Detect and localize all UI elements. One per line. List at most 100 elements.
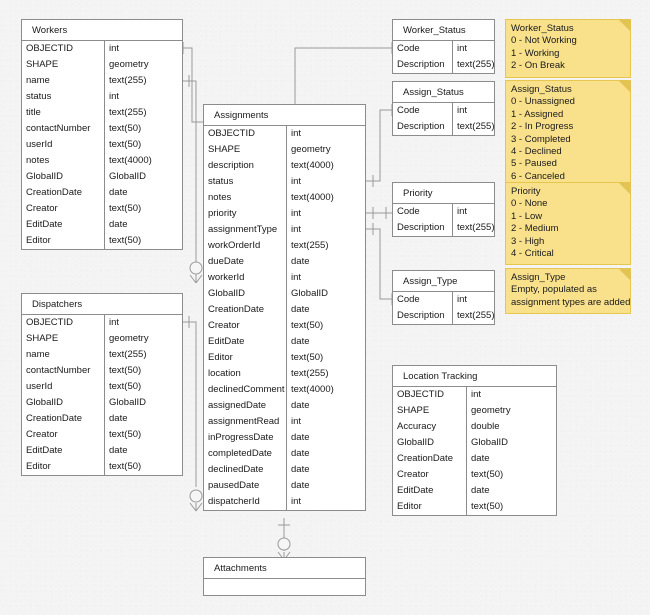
field-name: priority [204,206,287,222]
field-type: int [291,272,302,283]
table-body-attachments [204,579,365,595]
table-title-priority: Priority [393,183,494,204]
table-row: workerId int [204,270,365,286]
field-name: EditDate [22,217,105,233]
field-name: workOrderId [204,238,287,254]
field-name: contactNumber [22,363,105,379]
field-name: OBJECTID [204,126,287,142]
field-name: Creator [393,467,467,483]
field-name: EditDate [393,483,467,499]
table-title-assignments: Assignments [204,105,365,126]
field-name: EditDate [204,334,287,350]
field-name: GlobalID [204,286,287,302]
table-title-worker-status: Worker_Status [393,20,494,41]
field-type: int [109,43,120,54]
field-type: text(50) [471,469,504,480]
field-name: dispatcherId [204,494,287,510]
field-name: assignedDate [204,398,287,414]
field-name: CreationDate [393,451,467,467]
field-type: text(255) [291,368,329,379]
field-type: int [457,105,468,116]
field-name: workerId [204,270,287,286]
field-type: int [291,496,302,507]
entity-table-attachments[interactable]: Attachments [203,557,366,596]
field-type: text(255) [457,59,494,70]
field-name: Description [393,119,453,135]
field-type: geometry [471,405,511,416]
field-type: geometry [109,59,149,70]
field-name: contactNumber [22,121,105,137]
field-name: assignmentType [204,222,287,238]
field-type: int [291,416,302,427]
note-line: 2 - In Progress [511,121,574,133]
note-fold-icon [618,19,631,32]
table-row: contactNumber text(50) [22,363,182,379]
field-type: date [109,187,128,198]
field-type: date [109,413,128,424]
table-title-attachments: Attachments [204,558,365,579]
field-type: text(50) [109,123,142,134]
field-type: date [291,432,310,443]
field-name: Creator [22,201,105,217]
field-type: text(50) [109,461,142,472]
field-type: text(50) [471,501,504,512]
relationship-assignments-priority [366,207,392,219]
field-name: name [22,347,105,363]
relationship-assignments-assign-type [366,223,393,305]
field-type: text(255) [457,222,494,233]
field-name: status [204,174,287,190]
note-fold-icon [618,268,631,281]
field-name: declinedDate [204,462,287,478]
field-type: int [291,224,302,235]
note-line: 6 - Canceled [511,170,565,182]
field-type: int [471,389,482,400]
field-name: dueDate [204,254,287,270]
field-type: text(50) [109,365,142,376]
field-type: double [471,421,500,432]
note-title: Assign_Type [511,272,566,283]
note-line: 5 - Paused [511,158,557,170]
field-type: text(255) [457,310,494,321]
table-title-workers: Workers [22,20,182,41]
field-type: GlobalID [109,397,146,408]
field-name: location [204,366,287,382]
field-type: date [109,219,128,230]
